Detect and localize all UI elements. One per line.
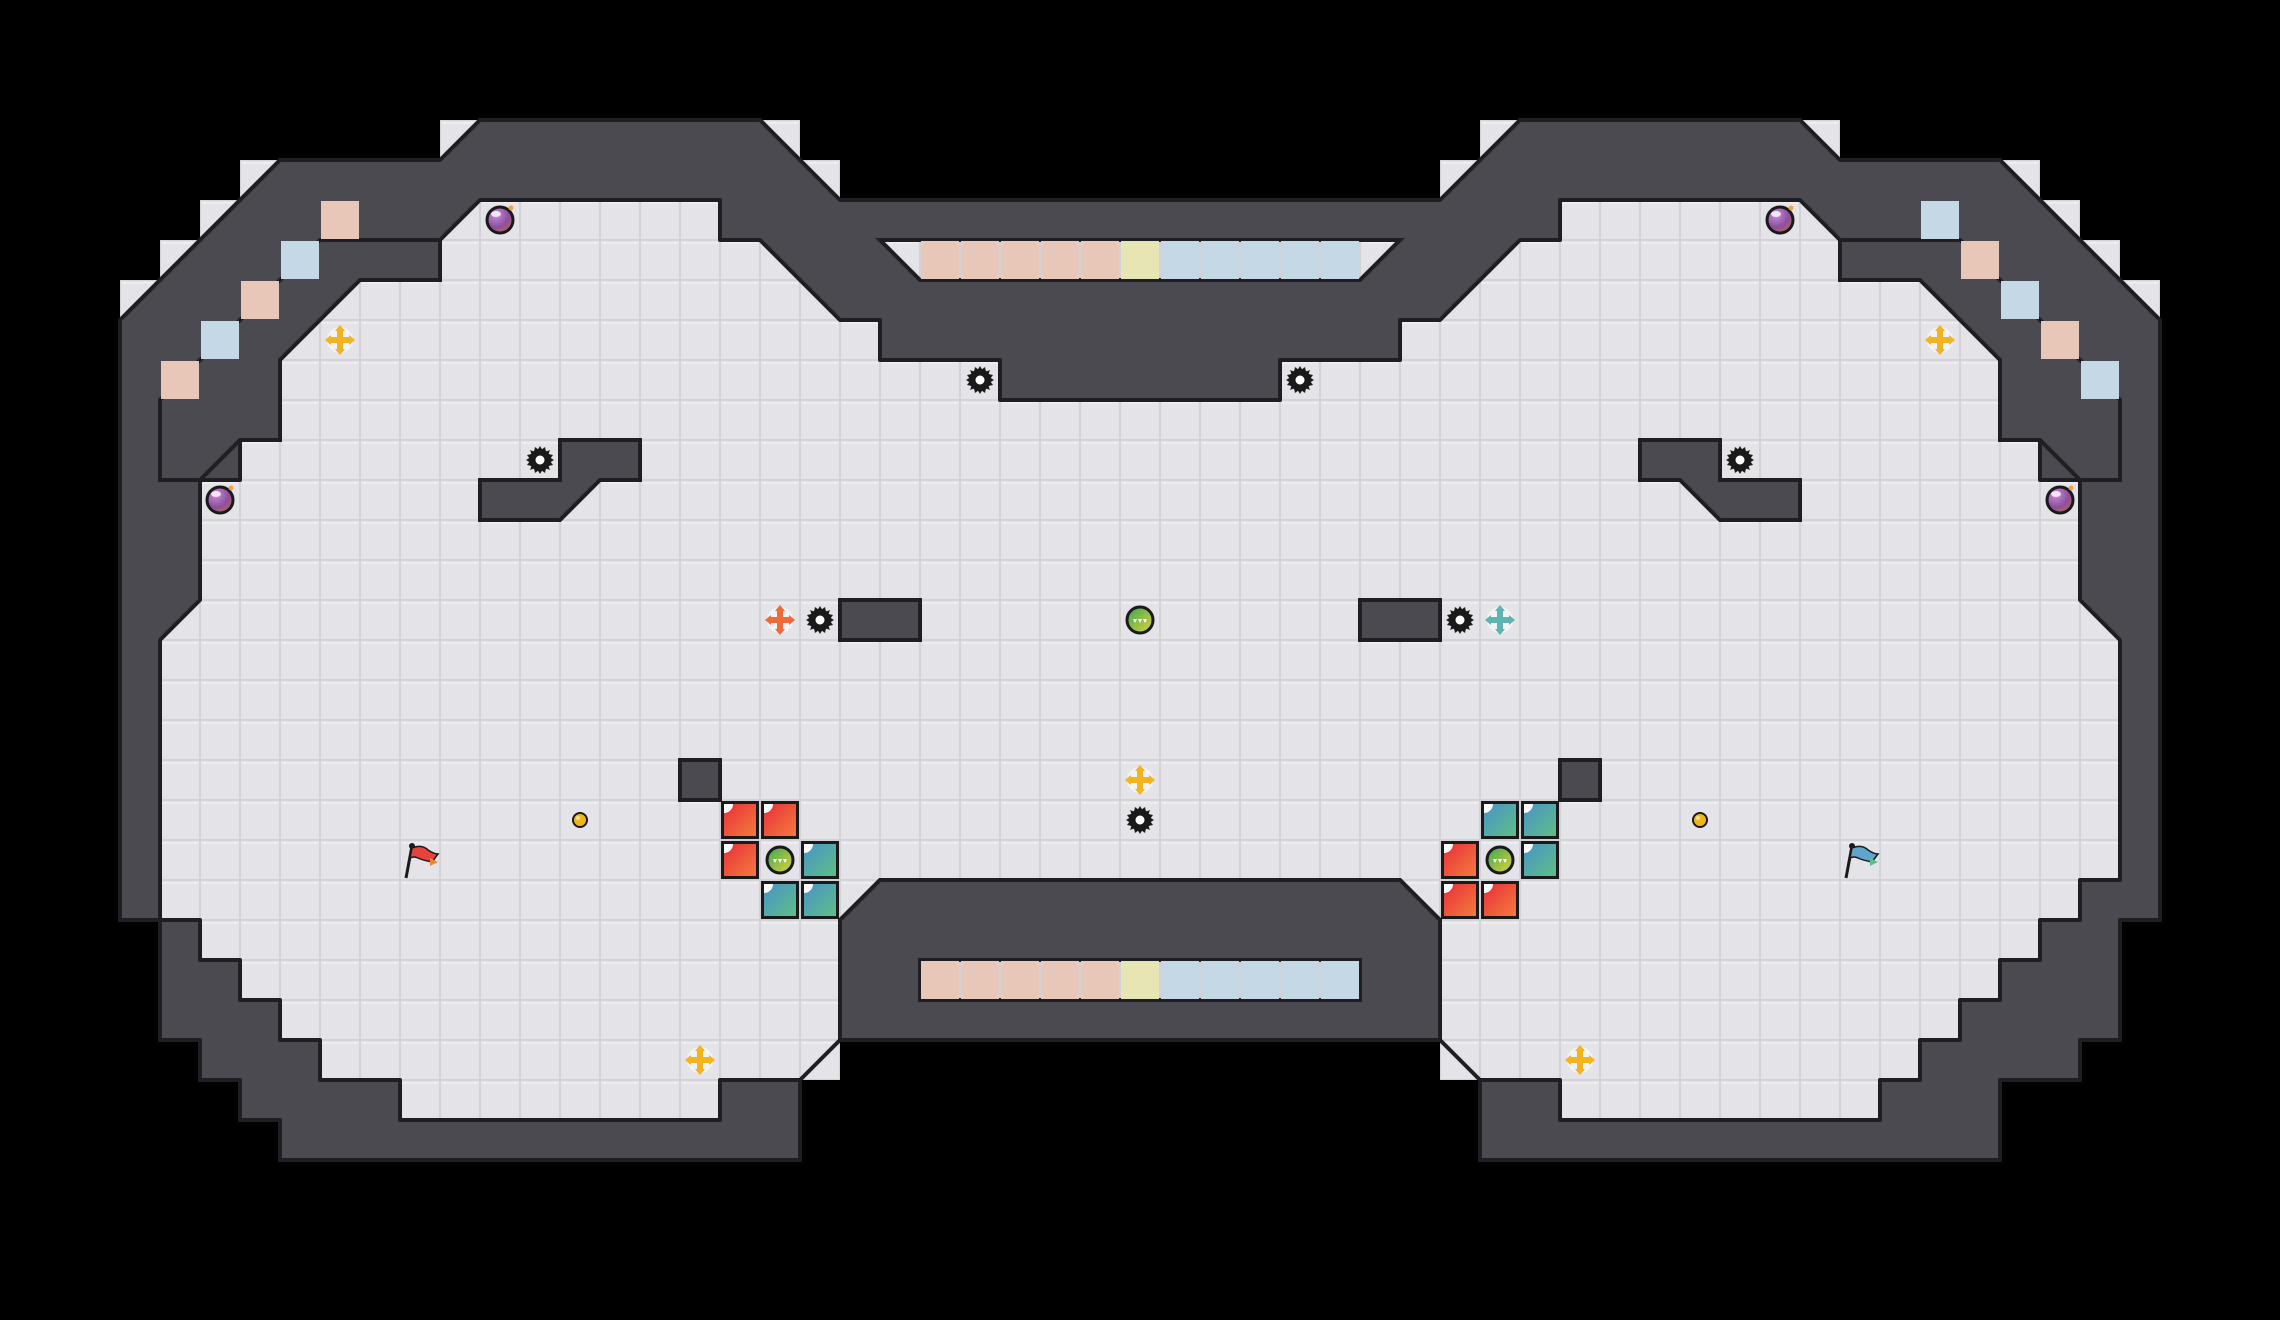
scoreboard-tiles bbox=[161, 201, 2119, 999]
blue-block bbox=[801, 841, 839, 879]
scoreboard-tile bbox=[1321, 961, 1359, 999]
floor bbox=[120, 120, 2160, 1160]
diagonal-tile-red bbox=[241, 281, 279, 319]
diagonal-tile-red bbox=[161, 361, 199, 399]
left-small-block bbox=[678, 758, 722, 802]
bomb-icon bbox=[205, 484, 235, 515]
scoreboard-tile bbox=[1121, 961, 1159, 999]
scoreboard-tile bbox=[1081, 961, 1119, 999]
green-orb bbox=[765, 845, 795, 875]
red-block bbox=[721, 841, 759, 879]
diagonal-tile-blue bbox=[2081, 361, 2119, 399]
diagonal-tile-red bbox=[321, 201, 359, 239]
diagonal-tile-blue bbox=[201, 321, 239, 359]
scoreboard-tile bbox=[1121, 241, 1159, 279]
scoreboard-tile bbox=[961, 961, 999, 999]
flag-tail bbox=[430, 858, 438, 866]
block-shine bbox=[724, 804, 733, 813]
scoreboard-tile bbox=[1081, 241, 1119, 279]
red-block bbox=[761, 801, 799, 839]
blue-block bbox=[1481, 801, 1519, 839]
spike-icon bbox=[806, 606, 834, 634]
block-shine bbox=[1484, 804, 1493, 813]
spike-icon bbox=[1446, 606, 1474, 634]
red-block bbox=[721, 801, 759, 839]
bomb-icon bbox=[485, 204, 515, 235]
block-shine bbox=[1444, 844, 1453, 853]
left-diagonal-wall bbox=[158, 238, 442, 482]
entity-layer bbox=[205, 204, 2075, 1075]
scoreboard-tile bbox=[1041, 961, 1079, 999]
bomb-icon bbox=[1765, 204, 1795, 235]
scoreboard-tile bbox=[921, 961, 959, 999]
block-shine bbox=[804, 884, 813, 893]
scoreboard-tile bbox=[1161, 241, 1199, 279]
blue-block bbox=[761, 881, 799, 919]
red-block bbox=[1441, 841, 1479, 879]
scoreboard-tile bbox=[1041, 241, 1079, 279]
diagonal-tile-red bbox=[2041, 321, 2079, 359]
spike-icon bbox=[1286, 366, 1314, 394]
scoreboard-tile bbox=[1281, 241, 1319, 279]
diagonal-tile-red bbox=[1961, 241, 1999, 279]
scoreboard-tile bbox=[1001, 241, 1039, 279]
spike-icon bbox=[966, 366, 994, 394]
scoreboard-tile bbox=[1161, 961, 1199, 999]
flag-tail bbox=[1870, 858, 1878, 866]
scoreboard-tile bbox=[1281, 961, 1319, 999]
coin-icon bbox=[572, 812, 588, 828]
diagonal-tile-blue bbox=[281, 241, 319, 279]
left-mid-platform bbox=[838, 598, 922, 642]
scoreboard-tile bbox=[1321, 241, 1359, 279]
blue-block bbox=[1521, 841, 1559, 879]
block-shine bbox=[1524, 804, 1533, 813]
right-upper-platform bbox=[1638, 438, 1802, 522]
coin-icon bbox=[1692, 812, 1708, 828]
floor-layer bbox=[120, 120, 2160, 1160]
spike-icon bbox=[1126, 806, 1154, 834]
spike-icon bbox=[1726, 446, 1754, 474]
block-shine bbox=[1444, 884, 1453, 893]
spike-icon bbox=[526, 446, 554, 474]
blue-block bbox=[801, 881, 839, 919]
blue-flag-icon bbox=[1844, 843, 1880, 879]
bomb-icon bbox=[2045, 484, 2075, 515]
right-mid-platform bbox=[1358, 598, 1442, 642]
left-upper-platform bbox=[478, 438, 642, 522]
right-small-block bbox=[1558, 758, 1602, 802]
green-orb bbox=[1125, 605, 1155, 635]
scoreboard-tile bbox=[1201, 241, 1239, 279]
scoreboard-tile bbox=[921, 241, 959, 279]
scoreboard-tile bbox=[1241, 961, 1279, 999]
red-flag-icon bbox=[404, 843, 440, 879]
scoreboard-tile bbox=[1201, 961, 1239, 999]
block-shine bbox=[804, 844, 813, 853]
block-shine bbox=[764, 804, 773, 813]
red-block bbox=[1481, 881, 1519, 919]
diagonal-tile-blue bbox=[1921, 201, 1959, 239]
diagonal-tile-blue bbox=[2001, 281, 2039, 319]
green-orb bbox=[1485, 845, 1515, 875]
right-diagonal-wall bbox=[1838, 238, 2122, 482]
scoreboard-tile bbox=[1001, 961, 1039, 999]
block-shine bbox=[1484, 884, 1493, 893]
red-block bbox=[1441, 881, 1479, 919]
block-shine bbox=[1524, 844, 1533, 853]
scoreboard-tile bbox=[1241, 241, 1279, 279]
blue-block bbox=[1521, 801, 1559, 839]
block-shine bbox=[764, 884, 773, 893]
scoreboard-tile bbox=[961, 241, 999, 279]
block-shine bbox=[724, 844, 733, 853]
